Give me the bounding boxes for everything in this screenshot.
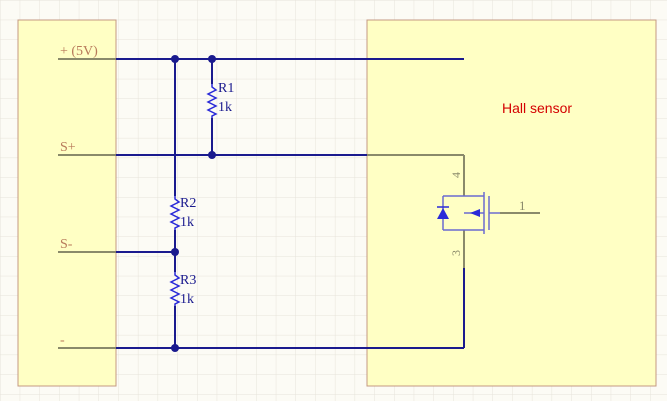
junction-dot	[208, 151, 216, 159]
junction-dot	[171, 344, 179, 352]
resistor-r2-symbol[interactable]	[169, 196, 181, 230]
hall-sensor-title: Hall sensor	[502, 100, 572, 116]
pin-label-s-minus: S-	[60, 237, 73, 252]
mosfet-arrow-icon	[470, 209, 480, 217]
r1-value: 1k	[218, 100, 232, 115]
sensor-pin3-label: 3	[449, 250, 463, 256]
r2-designator: R2	[180, 196, 196, 211]
pin-label-gnd: -	[60, 333, 65, 348]
sensor-pin4-label: 4	[449, 172, 463, 178]
r1-designator: R1	[218, 81, 234, 96]
resistor-r3-symbol[interactable]	[169, 272, 181, 306]
resistor-r1-symbol[interactable]	[206, 84, 218, 118]
diode-arrow-icon	[437, 208, 449, 219]
pin-label-vcc: + (5V)	[60, 44, 98, 59]
r2-value: 1k	[180, 215, 194, 230]
connector-block[interactable]	[17, 19, 117, 387]
r3-value: 1k	[180, 292, 194, 307]
r3-designator: R3	[180, 273, 196, 288]
sensor-pin1-label: 1	[519, 198, 526, 213]
pin-label-s-plus: S+	[60, 140, 76, 155]
junction-dot	[171, 55, 179, 63]
junction-dot	[171, 248, 179, 256]
junction-dot	[208, 55, 216, 63]
hall-sensor-block[interactable]	[366, 19, 657, 387]
